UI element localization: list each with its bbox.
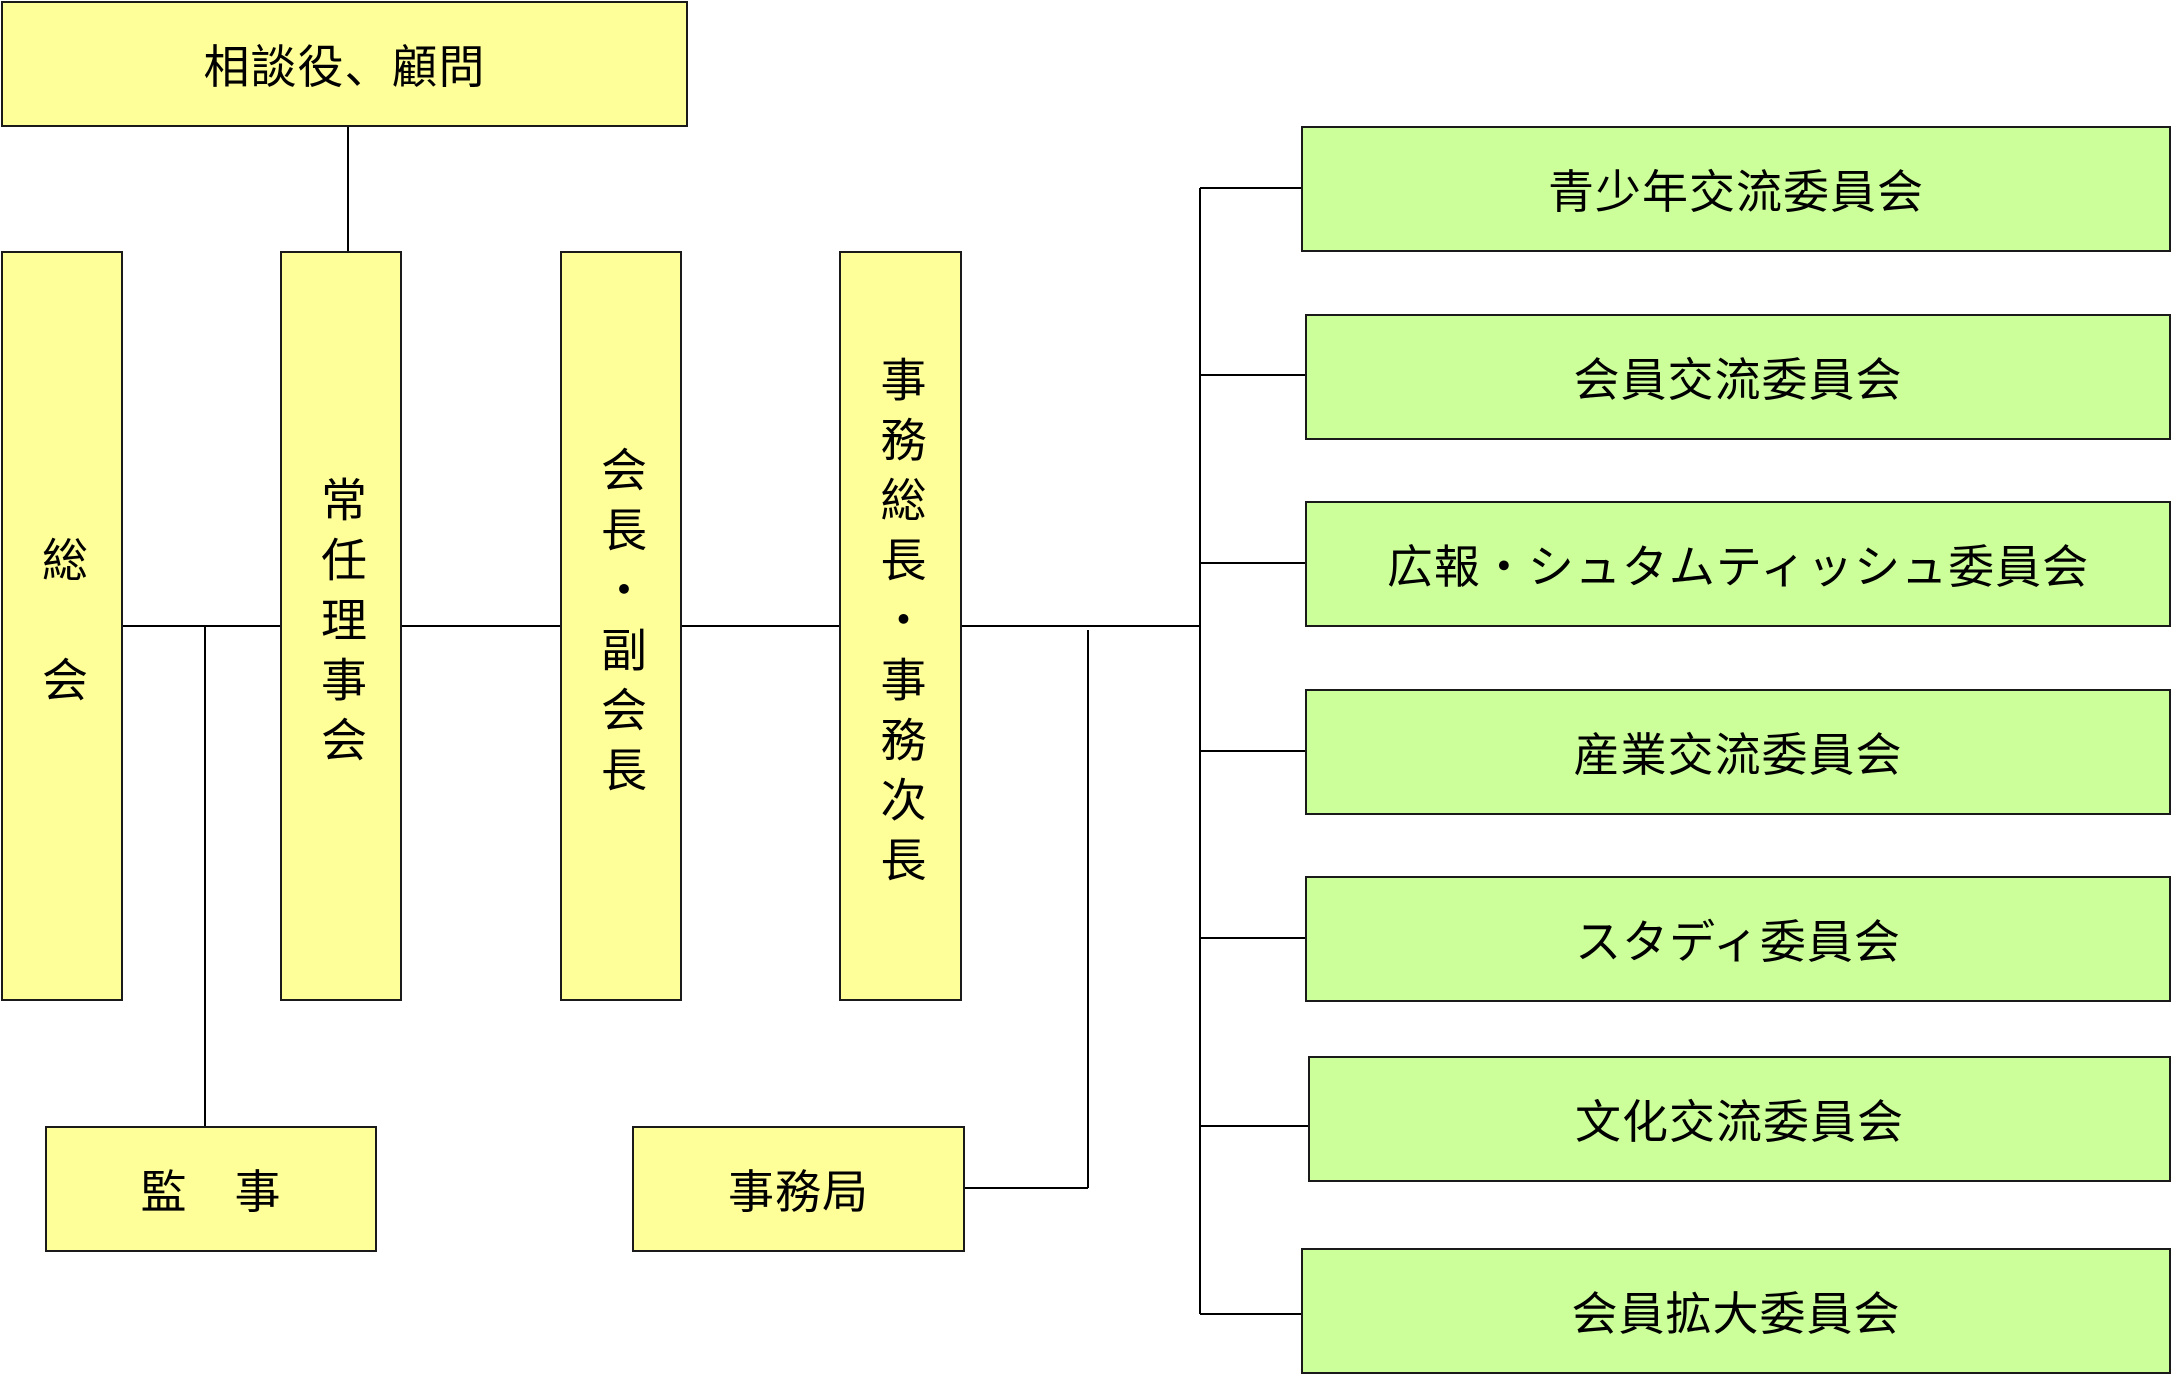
committee-culture-exchange: 文化交流委員会 (1308, 1056, 2171, 1182)
secretariat-box: 事務局 (632, 1126, 965, 1252)
committee-label: 会員交流委員会 (1573, 353, 1903, 407)
committee-label: 会員拡大委員会 (1571, 1287, 1901, 1341)
committee-label: 産業交流委員会 (1573, 728, 1903, 782)
standing-board-label: 常任理事会 (314, 476, 368, 776)
committee-pr-stammtisch: 広報・シュタムティッシュ委員会 (1305, 501, 2171, 627)
president-vp-box: 会長・副会長 (560, 251, 682, 1001)
committee-industry-exchange: 産業交流委員会 (1305, 689, 2171, 815)
advisors-label: 相談役、顧問 (203, 40, 486, 94)
president-vp-label: 会長・副会長 (594, 446, 648, 806)
committee-youth-exchange: 青少年交流委員会 (1301, 126, 2171, 252)
committee-label: 文化交流委員会 (1575, 1095, 1904, 1149)
auditor-box: 監 事 (45, 1126, 377, 1252)
general-assembly-box: 総 会 (1, 251, 123, 1001)
secretary-general-box: 事務総長・事務次長 (839, 251, 962, 1001)
committee-member-exchange: 会員交流委員会 (1305, 314, 2171, 440)
committee-label: 広報・シュタムティッシュ委員会 (1386, 540, 2090, 594)
general-assembly-label: 総 会 (35, 536, 89, 716)
committee-label: 青少年交流委員会 (1548, 165, 1924, 219)
standing-board-box: 常任理事会 (280, 251, 402, 1001)
secretariat-label: 事務局 (728, 1165, 869, 1219)
committee-study: スタディ委員会 (1305, 876, 2171, 1002)
auditor-label: 監 事 (140, 1165, 282, 1219)
committee-label: スタディ委員会 (1575, 915, 1901, 969)
committee-membership-expansion: 会員拡大委員会 (1301, 1248, 2171, 1374)
advisors-box: 相談役、顧問 (1, 1, 688, 127)
secretary-general-label: 事務総長・事務次長 (873, 356, 928, 896)
